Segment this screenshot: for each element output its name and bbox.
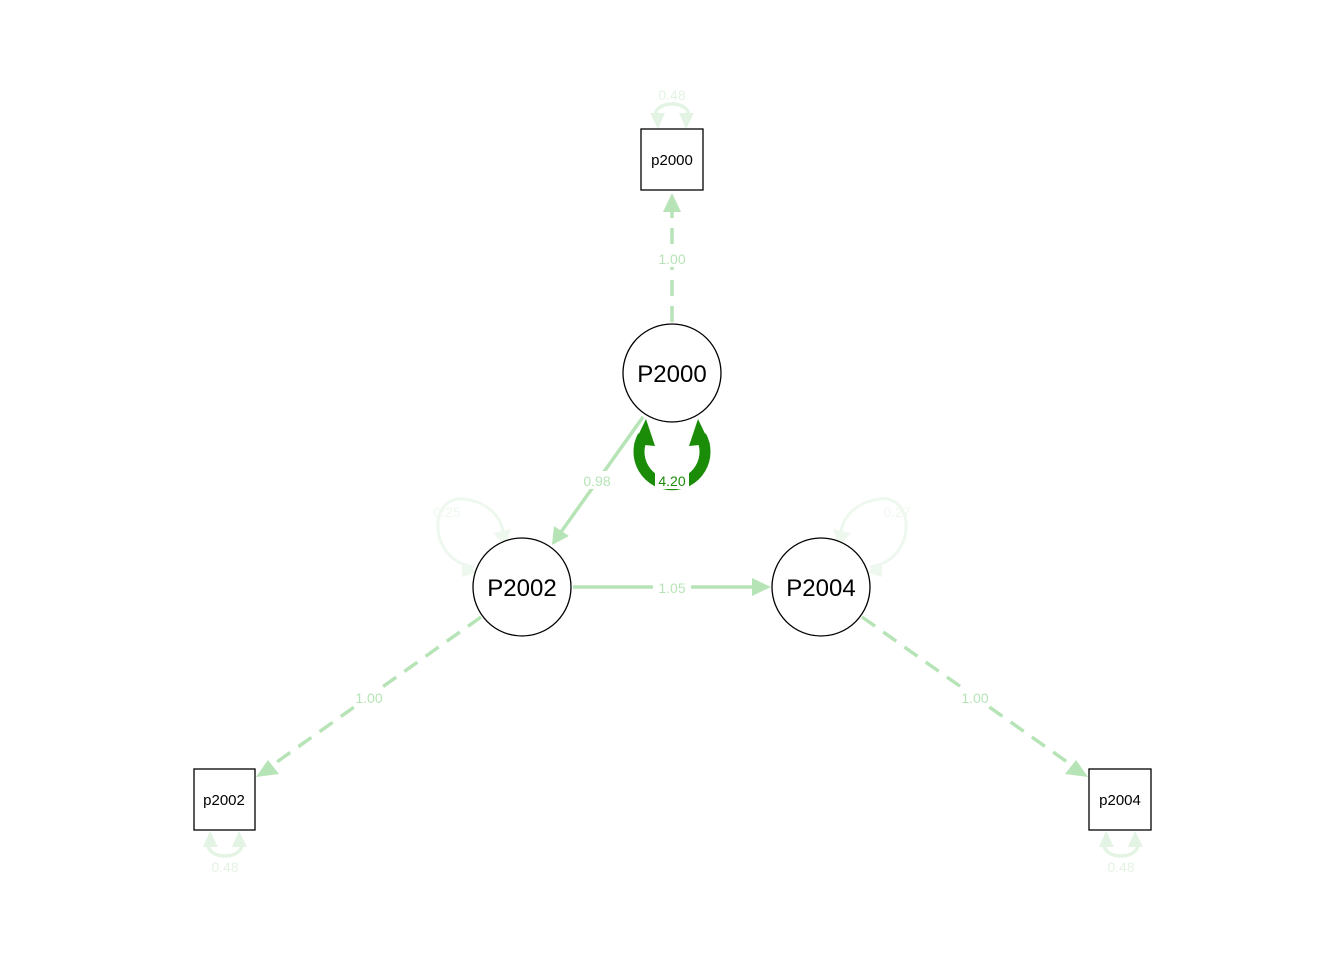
manifest-label-p2000: p2000: [651, 152, 693, 169]
latent-node-p2000: P2000: [622, 323, 722, 423]
loading-edge-p2002: [256, 615, 483, 777]
manifest-node-p2004: p2004: [1088, 768, 1152, 831]
variance-label-manifest-p2000: 0.48: [658, 87, 685, 103]
variance-loop-manifest-p2000: [650, 102, 694, 129]
variance-label-bg-p2000: [655, 473, 689, 489]
loading-label-bg-p2002: [349, 688, 389, 706]
manifest-label-p2004: p2004: [1099, 792, 1141, 809]
loading-label-p2000: 1.00: [658, 251, 685, 267]
latent-node-p2004: P2004: [771, 537, 871, 637]
variance-label-manifest-p2002: 0.48: [211, 859, 238, 875]
regression-label-p2000-p2002: 0.98: [583, 473, 610, 489]
manifest-node-p2002: p2002: [193, 768, 256, 831]
loading-label-bg-p2004: [955, 688, 995, 706]
latent-node-p2002: P2002: [472, 537, 572, 637]
regression-label-bg-p2000-p2002: [578, 471, 616, 489]
regression-label-bg-p2002-p2004: [653, 578, 691, 596]
loading-label-bg-p2000: [652, 249, 692, 267]
variance-label-p2002: 0.25: [433, 504, 460, 520]
latent-label-p2000: P2000: [637, 361, 706, 388]
variance-label-p2000: 4.20: [658, 473, 685, 489]
variance-loop-manifest-p2002: [203, 831, 247, 858]
loading-label-p2004: 1.00: [961, 690, 988, 706]
variance-label-manifest-p2004: 0.48: [1107, 859, 1134, 875]
manifest-label-p2002: p2002: [203, 792, 245, 809]
loading-label-p2002: 1.00: [355, 690, 382, 706]
latent-label-p2002: P2002: [487, 575, 556, 602]
manifest-node-p2000: p2000: [640, 128, 704, 191]
loading-edge-p2004: [860, 615, 1088, 777]
latent-label-p2004: P2004: [786, 575, 855, 602]
variance-loop-manifest-p2004: [1099, 831, 1143, 858]
regression-label-p2002-p2004: 1.05: [658, 580, 685, 596]
variance-label-p2004: 0.27: [883, 504, 910, 520]
